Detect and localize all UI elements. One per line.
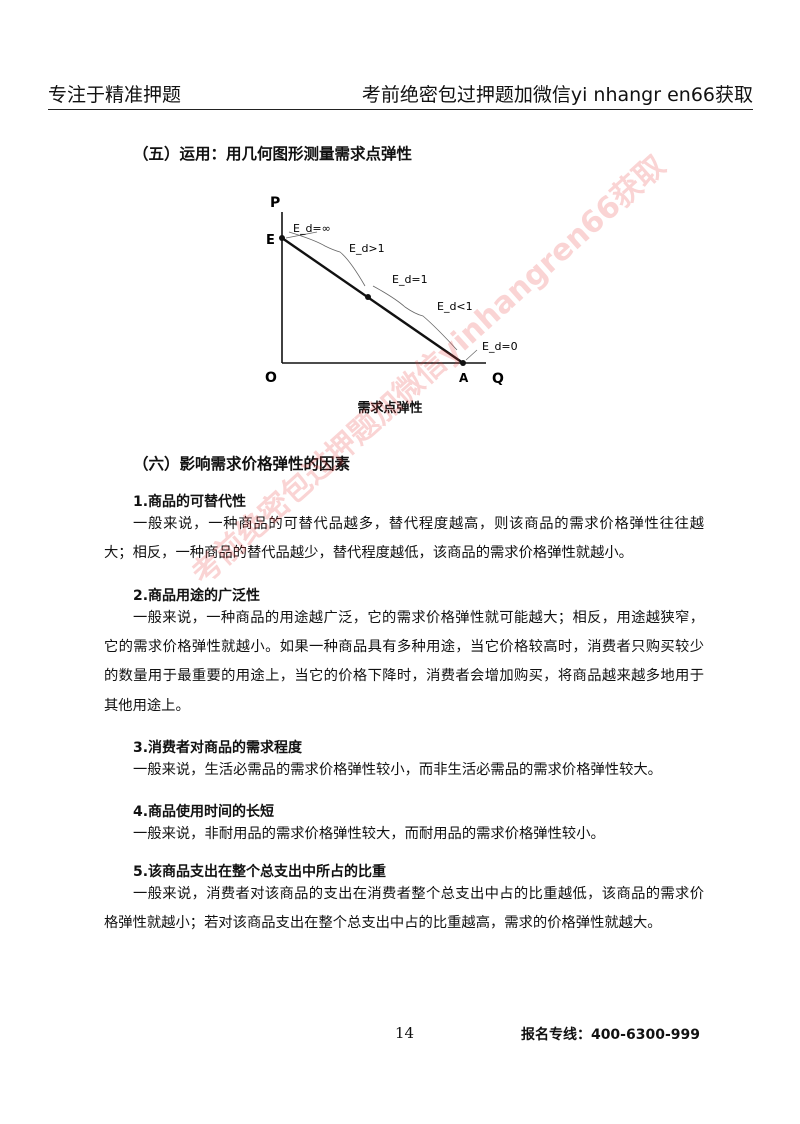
factor-text-1: 一般来说，一种商品的可替代品越多，替代程度越高，则该商品的需求价格弹性往往越大；… — [104, 516, 704, 562]
brace-lower — [372, 285, 458, 351]
factor-text-5: 一般来说，消费者对该商品的支出在消费者整个总支出中占的比重越低，该商品的需求价格… — [104, 886, 704, 932]
point-midpoint — [365, 294, 371, 300]
ed-zero-label: E_d=0 — [482, 340, 518, 353]
point-a — [460, 360, 466, 366]
factor-heading-5: 5.该商品支出在整个总支出中所占的比重 — [133, 864, 387, 880]
leader-zero — [465, 349, 478, 361]
factor-text-3: 一般来说，生活必需品的需求价格弹性较小，而非生活必需品的需求价格弹性较大。 — [133, 762, 662, 778]
point-a-label: A — [459, 371, 469, 385]
section-five-title: （五）运用：用几何图形测量需求点弹性 — [133, 145, 413, 163]
ed-infinity-label: E_d=∞ — [293, 222, 331, 235]
figure-caption: 需求点弹性 — [357, 401, 423, 416]
factor-heading-2: 2.商品用途的广泛性 — [133, 588, 261, 604]
factor-heading-1: 1.商品的可替代性 — [133, 494, 247, 510]
ed-equal-one-label: E_d=1 — [392, 273, 428, 286]
page-number: 14 — [395, 1024, 415, 1042]
point-e — [279, 235, 285, 241]
demand-diagram: P Q O E A E_d=∞ E_d>1 E_d=1 E_d<1 E_d=0 — [265, 195, 518, 387]
brace-upper — [288, 231, 366, 287]
factor-text-4: 一般来说，非耐用品的需求价格弹性较大，而耐用品的需求价格弹性较小。 — [133, 826, 605, 842]
q-axis-label: Q — [492, 371, 504, 387]
header-right-text: 考前绝密包过押题加微信yi nhangr en66获取 — [361, 84, 753, 106]
point-e-label: E — [266, 233, 275, 248]
origin-label: O — [265, 370, 277, 386]
factor-text-2: 一般来说，一种商品的用途越广泛，它的需求价格弹性就可能越大；相反，用途越狭窄，它… — [104, 610, 704, 714]
header-rule — [48, 109, 753, 110]
hotline-text: 报名专线：400-6300-999 — [520, 1027, 700, 1043]
factor-heading-3: 3.消费者对商品的需求程度 — [133, 740, 303, 756]
factor-heading-4: 4.商品使用时间的长短 — [133, 804, 275, 820]
elasticity-figure: P Q O E A E_d=∞ E_d>1 E_d=1 E_d<1 E_d=0 … — [255, 190, 525, 420]
section-six-title: （六）影响需求价格弹性的因素 — [133, 455, 351, 473]
header-left-text: 专注于精准押题 — [48, 84, 182, 106]
ed-less-one-label: E_d<1 — [437, 300, 473, 313]
leader-inf — [285, 231, 318, 239]
page-header: 专注于精准押题 考前绝密包过押题加微信yi nhangr en66获取 — [48, 80, 753, 112]
p-axis-label: P — [270, 195, 280, 211]
demand-line — [281, 237, 464, 364]
ed-greater-one-label: E_d>1 — [349, 242, 385, 255]
